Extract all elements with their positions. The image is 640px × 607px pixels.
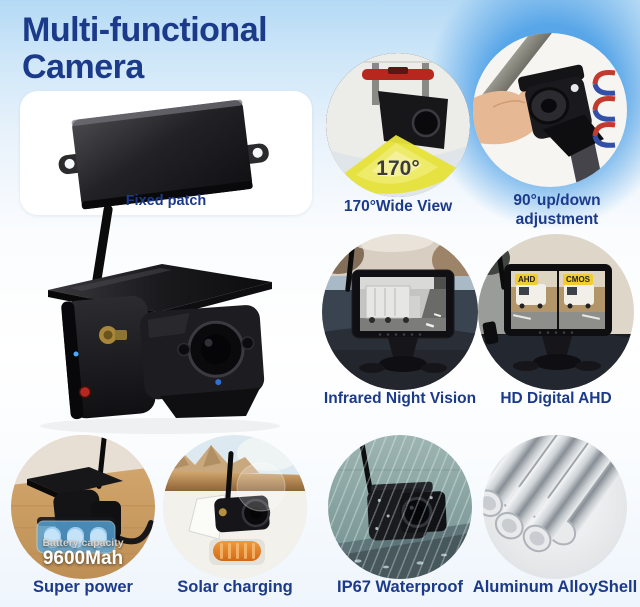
waterproof-scene — [328, 435, 472, 579]
camera-body — [367, 481, 447, 541]
battery-caption: Battery capacity — [42, 537, 124, 549]
wide-view-label: 170°Wide View — [343, 198, 453, 215]
updown-photo — [473, 33, 627, 187]
antenna-icon — [359, 443, 374, 495]
alloy-photo — [483, 435, 627, 579]
main-product-photo — [10, 204, 310, 435]
wide-view-photo: 170° — [326, 53, 470, 197]
antenna-icon — [225, 451, 234, 501]
page-title-line2: Camera — [22, 48, 144, 86]
updown-label-line2: adjustment — [515, 211, 599, 228]
waterproof-photo — [328, 435, 472, 579]
hd-ahd-label: HD Digital AHD — [500, 390, 612, 407]
antenna-icon — [345, 238, 356, 292]
super-power-label: Super power — [33, 578, 133, 596]
page-title-line1: Multi-functional — [22, 11, 268, 49]
angle-callout: 170° — [376, 157, 420, 180]
ir-led — [177, 342, 191, 357]
super-power-photo: Battery capacity 9600Mah — [11, 435, 155, 579]
camera-body — [214, 495, 271, 533]
fixed-patch-card: Fixed patch — [20, 91, 312, 215]
super-power-scene — [11, 435, 155, 579]
truck-on-screen — [365, 285, 411, 319]
night-vision-scene — [322, 234, 478, 390]
battery-value: 9600Mah — [42, 548, 124, 569]
ahd-badge: AHD — [515, 274, 539, 285]
status-led — [73, 351, 79, 357]
solar-scene — [163, 435, 307, 579]
hd-ahd-photo: AHD CMOS — [478, 234, 634, 390]
cmos-badge: CMOS — [563, 274, 593, 285]
night-vision-label: Infrared Night Vision — [323, 390, 477, 407]
ir-led — [240, 336, 255, 350]
solar-photo — [163, 435, 307, 579]
lens-flare — [236, 462, 286, 512]
power-button-dot — [78, 385, 92, 399]
monitor — [351, 269, 455, 339]
wide-angle-cone-icon — [334, 135, 462, 194]
power-cable — [112, 520, 154, 545]
updown-scene — [473, 33, 627, 187]
alloy-label: Aluminum AlloyShell — [472, 578, 638, 596]
wide-view-scene — [326, 53, 470, 197]
brake-light-bar — [362, 69, 434, 80]
hd-ahd-scene — [478, 234, 634, 390]
marker-lamp — [209, 539, 265, 565]
metal-rods — [483, 435, 627, 553]
awning-pole — [473, 33, 571, 120]
solar-label: Solar charging — [177, 578, 293, 596]
night-vision-photo — [322, 234, 478, 390]
magnet-arrow-icon — [592, 70, 616, 148]
page-title: Multi-functional Camera — [22, 12, 352, 86]
sma-connector — [99, 326, 127, 344]
solar-panel — [27, 467, 123, 495]
updown-label: 90°up/down adjustment — [477, 191, 637, 229]
fixed-patch-label: Fixed patch — [125, 193, 207, 209]
waterproof-label: IP67 Waterproof — [337, 578, 463, 596]
camera-illustration — [40, 204, 280, 434]
fixed-patch-plate — [58, 99, 269, 210]
updown-label-line1: 90°up/down — [513, 192, 601, 209]
alloy-scene — [483, 435, 627, 579]
battery-pack — [36, 517, 116, 554]
